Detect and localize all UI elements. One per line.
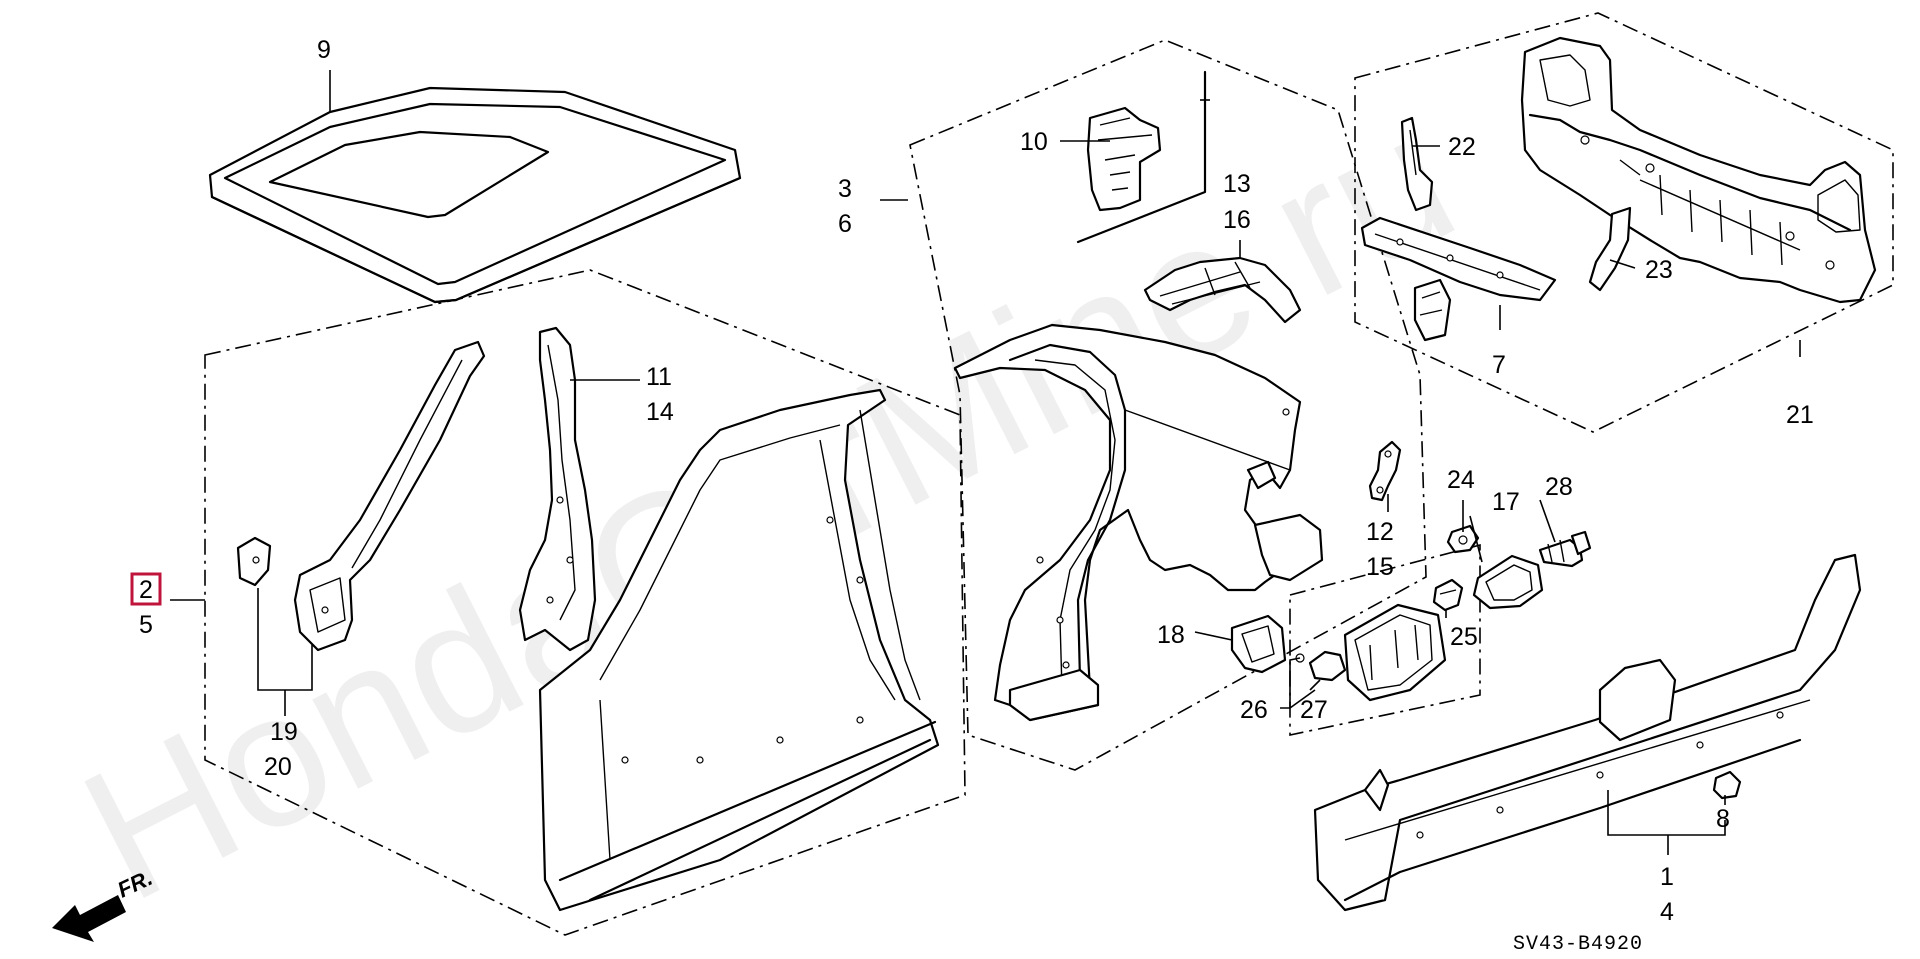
bracket-part-26[interactable] [1343,603,1447,702]
callout-9[interactable]: 9 [317,36,331,64]
bracket-part-13[interactable] [1143,256,1302,324]
bracket-part-19[interactable] [236,536,272,587]
callout-28[interactable]: 28 [1545,473,1573,501]
fuel-housing-part[interactable] [1230,614,1287,674]
bracket-part-22[interactable] [1400,116,1434,212]
callout-22[interactable]: 22 [1448,133,1476,161]
screw-part-28[interactable] [1538,530,1592,568]
bracket-part-10[interactable] [1076,70,1207,244]
clip-part-24[interactable] [1446,524,1480,554]
pillar-part-1[interactable] [293,340,486,652]
callout-6[interactable]: 6 [838,210,852,238]
callout-11[interactable]: 11 [646,363,672,391]
cross-member-part[interactable] [1360,216,1557,342]
callout-18[interactable]: 18 [1157,621,1185,649]
callout-2[interactable]: 2 [139,576,153,604]
callout-15[interactable]: 15 [1366,553,1394,581]
callout-20[interactable]: 20 [264,753,292,781]
group-21-boundary [1354,12,1894,433]
callout-12[interactable]: 12 [1366,518,1394,546]
bracket-part-23[interactable] [1588,206,1632,292]
center-pillar-part[interactable] [518,326,597,652]
roof-part[interactable] [208,86,742,304]
group-26-boundary [1289,543,1481,736]
callout-25[interactable]: 25 [1450,623,1478,651]
callout-24[interactable]: 24 [1447,466,1475,494]
callout-27[interactable]: 27 [1300,696,1328,724]
callout-13[interactable]: 13 [1223,170,1251,198]
side-frame-part[interactable] [538,388,940,912]
callout-5[interactable]: 5 [139,611,153,639]
callout-26[interactable]: 26 [1240,696,1268,724]
drawing-code: SV43-B4920 [1513,933,1643,956]
lid-part-17[interactable] [1472,554,1544,610]
callout-23[interactable]: 23 [1645,256,1673,284]
clip-part-25[interactable] [1432,578,1464,612]
callout-14[interactable]: 14 [646,398,674,426]
rear-panel-part[interactable] [1520,36,1877,304]
quarter-panel-part[interactable] [953,323,1324,722]
callout-7[interactable]: 7 [1492,351,1506,379]
bracket-part-12[interactable] [1368,440,1402,502]
clip-part-8[interactable] [1712,770,1742,800]
bolt-part-27[interactable] [1295,650,1347,682]
callout-2-highlight [130,572,162,606]
group-3-boundary [909,39,1427,771]
callout-21[interactable]: 21 [1786,401,1814,429]
callout-3[interactable]: 3 [838,175,852,203]
group-2-boundary [204,269,966,936]
callout-16[interactable]: 16 [1223,206,1251,234]
callout-1[interactable]: 1 [1660,863,1674,891]
callout-8[interactable]: 8 [1716,805,1730,833]
rocker-panel-part[interactable] [1313,553,1862,912]
callout-17[interactable]: 17 [1492,488,1520,516]
callout-4[interactable]: 4 [1660,898,1674,926]
callout-10[interactable]: 10 [1020,128,1048,156]
callout-19[interactable]: 19 [270,718,298,746]
